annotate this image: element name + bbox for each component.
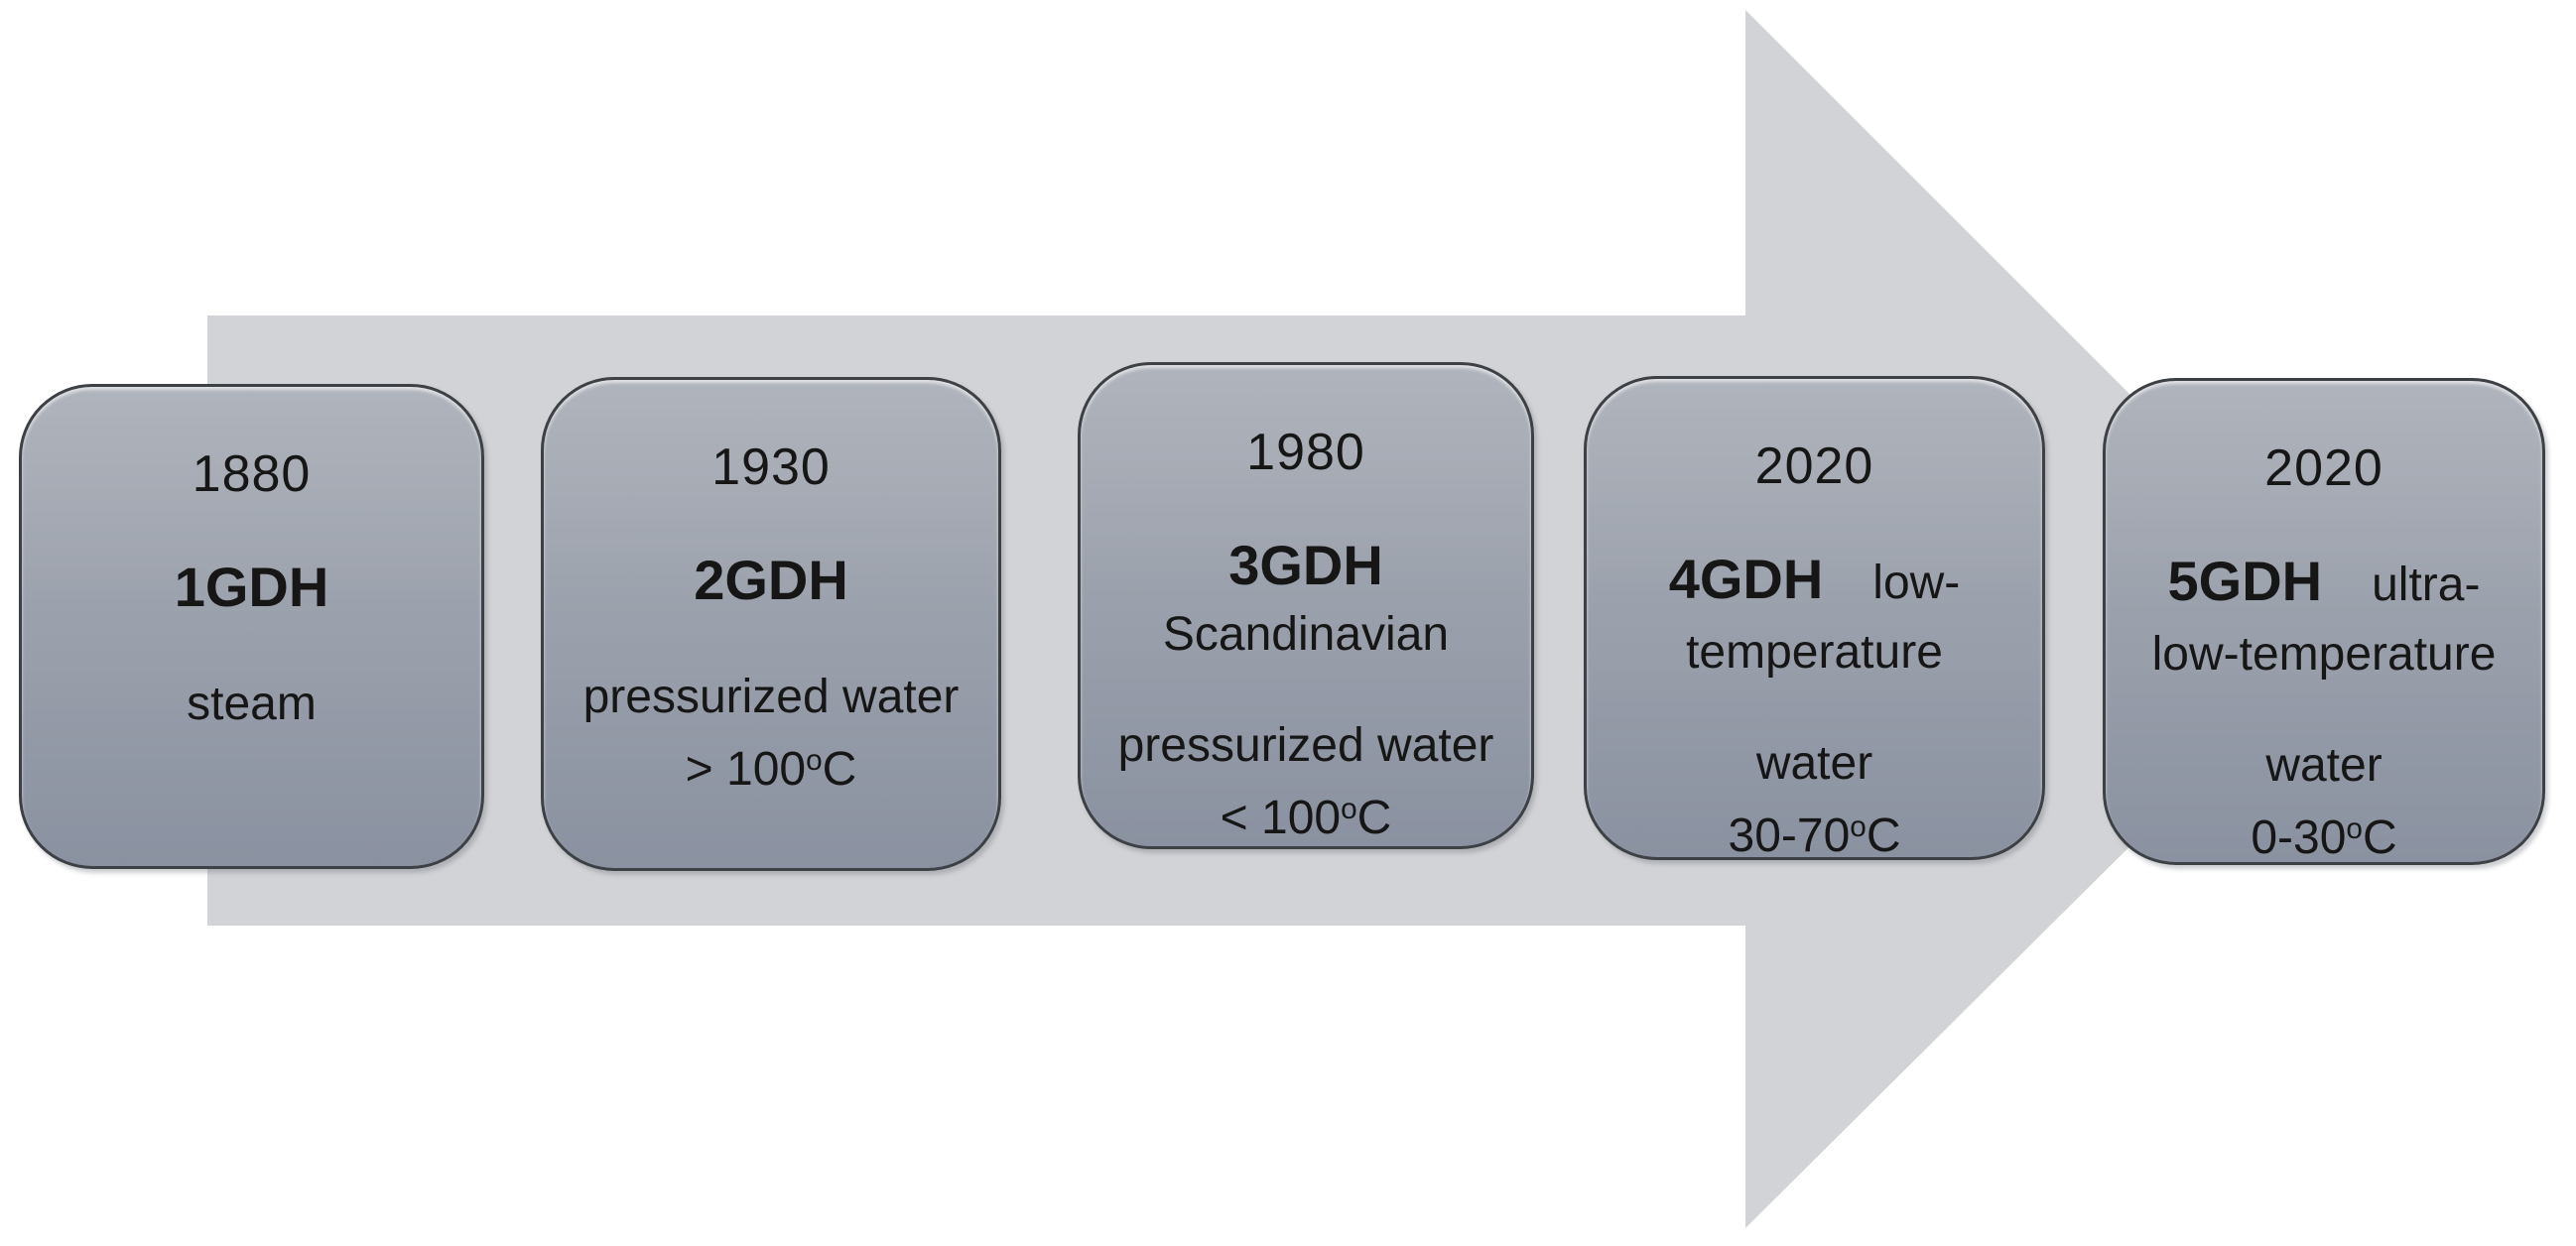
gen-title-line: 3GDH xyxy=(1228,528,1383,603)
generation-box-2gdh: 1930 2GDH pressurized water > 100oC xyxy=(541,377,1001,871)
generation-box-5gdh: 2020 5GDH ultra- low-temperature water 0… xyxy=(2103,378,2545,865)
box-body: steam xyxy=(187,678,317,730)
box-year: 1880 xyxy=(192,445,312,503)
generation-box-3gdh: 1980 3GDH Scandinavian pressurized water… xyxy=(1078,362,1534,849)
degree-sup: o xyxy=(1341,793,1357,825)
temp-line: 0-30oC xyxy=(2251,798,2396,870)
gen-suffix: ultra- xyxy=(2372,559,2481,611)
temp-unit: C xyxy=(822,742,857,796)
degree-sup: o xyxy=(1850,810,1867,843)
gen-label: 2GDH xyxy=(694,549,848,611)
generation-box-4gdh: 2020 4GDH low- temperature water 30-70oC xyxy=(1584,376,2045,862)
box-body: pressurized water xyxy=(582,671,960,723)
gen-suffix: low- xyxy=(1872,557,1961,609)
temp-value: 0-30 xyxy=(2251,810,2347,864)
box-body: water xyxy=(1755,737,1873,790)
degree-sup: o xyxy=(2346,812,2363,845)
temp-unit: C xyxy=(2362,810,2397,864)
temp-unit: C xyxy=(1356,791,1392,844)
box-subtitle: temperature xyxy=(1686,626,1943,679)
gen-label: 3GDH xyxy=(1228,534,1383,596)
temp-value: 30-70 xyxy=(1728,809,1851,862)
box-year: 2020 xyxy=(2264,439,2383,497)
gen-title-line: 5GDH ultra- xyxy=(2168,544,2481,623)
generation-box-1gdh: 1880 1GDH steam xyxy=(19,384,484,869)
gen-label: 4GDH xyxy=(1668,548,1824,610)
box-year: 2020 xyxy=(1754,437,1874,495)
gen-title-line: 4GDH low- xyxy=(1669,542,1961,621)
temp-value: < 100 xyxy=(1220,791,1342,844)
box-year: 1980 xyxy=(1246,424,1365,481)
temp-line: 30-70oC xyxy=(1729,796,1901,868)
box-year: 1930 xyxy=(711,438,831,496)
gen-label: 5GDH xyxy=(2167,550,2323,612)
gen-label: 1GDH xyxy=(174,556,329,618)
box-subtitle: low-temperature xyxy=(2151,628,2497,681)
gen-title-line: 1GDH xyxy=(175,550,329,625)
box-body: pressurized water xyxy=(1117,719,1494,772)
gen-title-line: 2GDH xyxy=(694,543,848,618)
temp-value: > 100 xyxy=(685,742,807,796)
temp-line: < 100oC xyxy=(1221,778,1392,850)
box-subtitle: Scandinavian xyxy=(1162,608,1450,661)
temp-unit: C xyxy=(1866,809,1901,862)
temp-line: > 100oC xyxy=(686,729,857,802)
degree-sup: o xyxy=(806,744,823,777)
box-body: water xyxy=(2265,739,2383,792)
